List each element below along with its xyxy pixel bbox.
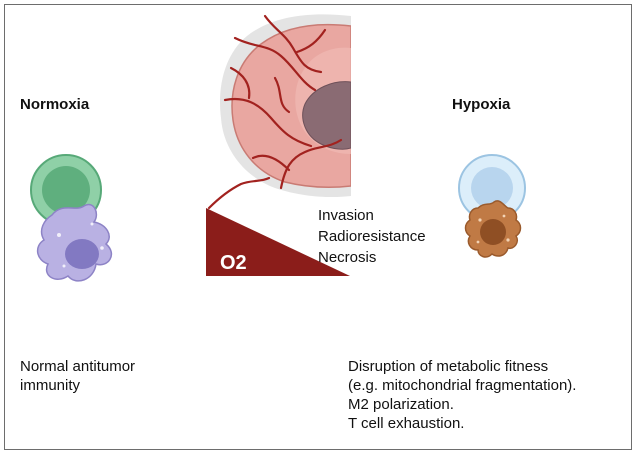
- normoxia-caption-line-1: Normal antitumor: [20, 358, 136, 375]
- hypoxia-cells: [458, 154, 526, 258]
- hypoxia-caption-line-2: (e.g. mitochondrial fragmentation).: [348, 377, 577, 394]
- effect-radioresistance: Radioresistance: [318, 228, 426, 245]
- hypoxia-caption: Disruption of metabolic fitness (e.g. mi…: [348, 357, 576, 433]
- hypoxia-caption-line-4: T cell exhaustion.: [348, 415, 465, 432]
- hypoxia-heading: Hypoxia: [452, 96, 511, 113]
- hypoxia-macrophage: [464, 200, 522, 258]
- blood-vessels: [207, 14, 343, 210]
- effect-invasion: Invasion: [318, 207, 374, 224]
- o2-gradient-wedge: [206, 208, 350, 276]
- hypoxia-caption-line-1: Disruption of metabolic fitness: [348, 358, 549, 375]
- tumor-illustration: [207, 14, 351, 210]
- normoxia-cells: [30, 154, 113, 282]
- hypoxia-caption-line-3: M2 polarization.: [348, 396, 454, 413]
- hypoxia-t-cell: [458, 154, 526, 222]
- o2-label: O2: [220, 252, 247, 274]
- normoxia-macrophage: [36, 203, 113, 282]
- normoxia-heading: Normoxia: [20, 96, 90, 113]
- normoxia-caption-line-2: immunity: [20, 377, 81, 394]
- hypoxia-effects-list: Invasion Radioresistance Necrosis: [318, 205, 426, 268]
- effect-necrosis: Necrosis: [318, 249, 377, 266]
- normoxia-caption: Normal antitumor immunity: [20, 357, 135, 395]
